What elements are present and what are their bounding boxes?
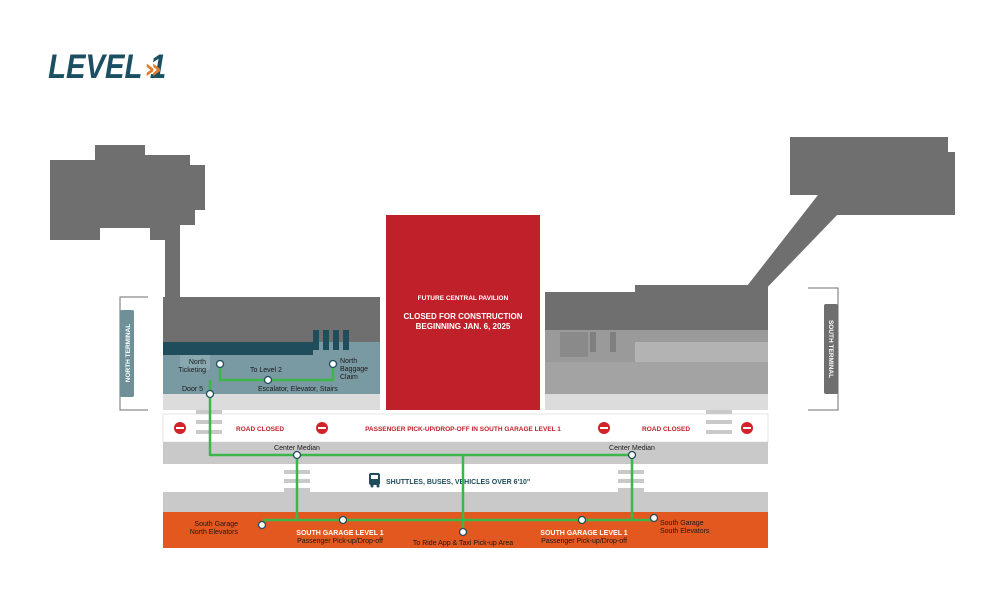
- north-terminal-area: [163, 297, 380, 394]
- shuttle-lane: [163, 464, 768, 492]
- south-garage-south-label: South Elevators: [660, 528, 710, 535]
- garage-level-1-right-label: SOUTH GARAGE LEVEL 1: [540, 530, 627, 537]
- south-terminal-area: [545, 285, 768, 394]
- ride-app-label: To Ride App & Taxi Pick-up Area: [413, 540, 513, 547]
- north-terminal-label: NORTH TERMINAL: [125, 324, 132, 383]
- south-terminal-building: [740, 137, 955, 295]
- route-node: [338, 515, 348, 525]
- garage-level-1-left-label: SOUTH GARAGE LEVEL 1: [296, 530, 383, 537]
- north-terminal-building: [50, 145, 205, 300]
- level-title: LEVEL 1: [48, 47, 166, 86]
- south-terminal-tag: SOUTH TERMINAL: [808, 287, 839, 411]
- pavilion-closed-line2: BEGINNING JAN. 6, 2025: [416, 322, 511, 331]
- north-ticketing-label: North: [189, 359, 206, 366]
- shuttles-label: SHUTTLES, BUSES, VEHICLES OVER 6'10": [386, 479, 530, 486]
- route-node: [215, 359, 225, 369]
- garage-level-1-right-sub: Passenger Pick-up/Drop-off: [541, 538, 627, 545]
- no-entry-icon: [316, 422, 328, 434]
- north-ticketing-label: Ticketing: [178, 367, 206, 374]
- future-central-pavilion: FUTURE CENTRAL PAVILION CLOSED FOR CONST…: [386, 215, 540, 410]
- route-node: [257, 520, 267, 530]
- center-median-right-label: Center Median: [609, 445, 655, 452]
- no-entry-icon: [174, 422, 186, 434]
- route-node: [292, 450, 302, 460]
- north-terminal-tag: NORTH TERMINAL: [119, 296, 148, 411]
- pavilion-title: FUTURE CENTRAL PAVILION: [418, 295, 509, 302]
- walking-route: [208, 364, 654, 532]
- route-node: [577, 515, 587, 525]
- route-node: [328, 359, 338, 369]
- center-median: [163, 442, 768, 464]
- south-curb: [545, 394, 768, 410]
- north-baggage-label: North: [340, 358, 357, 365]
- route-node: [205, 389, 215, 399]
- route-node: [263, 375, 273, 385]
- closed-road-lane: ROAD CLOSED PASSENGER PICK-UP/DROP-OFF I…: [162, 410, 769, 443]
- escalator-label: Escalator, Elevator, Stairs: [258, 386, 338, 393]
- no-entry-icon: [741, 422, 753, 434]
- door-5-label: Door 5: [182, 386, 203, 393]
- no-entry-icon: [598, 422, 610, 434]
- road-closed-left: ROAD CLOSED: [236, 426, 284, 433]
- route-node: [649, 513, 659, 523]
- route-node: [627, 450, 637, 460]
- south-garage-south-label: South Garage: [660, 520, 704, 527]
- north-baggage-label: Baggage: [340, 366, 368, 373]
- north-baggage-label: Claim: [340, 374, 358, 381]
- road-closed-right: ROAD CLOSED: [642, 426, 690, 433]
- north-curb: [163, 394, 380, 410]
- route-node: [458, 527, 468, 537]
- south-terminal-label: SOUTH TERMINAL: [827, 320, 834, 378]
- passenger-notice: PASSENGER PICK-UP/DROP-OFF IN SOUTH GARA…: [365, 426, 561, 433]
- south-garage-north-label: South Garage: [194, 521, 238, 528]
- chevron-icon: »: [144, 52, 162, 85]
- garage-curb: [163, 492, 768, 512]
- south-garage-north-label: North Elevators: [190, 529, 239, 536]
- to-level-2-label: To Level 2: [250, 367, 282, 374]
- center-median-left-label: Center Median: [274, 445, 320, 452]
- garage-level-1-left-sub: Passenger Pick-up/Drop-off: [297, 538, 383, 545]
- pavilion-closed-line1: CLOSED FOR CONSTRUCTION: [403, 312, 522, 321]
- bus-icon: [369, 473, 380, 488]
